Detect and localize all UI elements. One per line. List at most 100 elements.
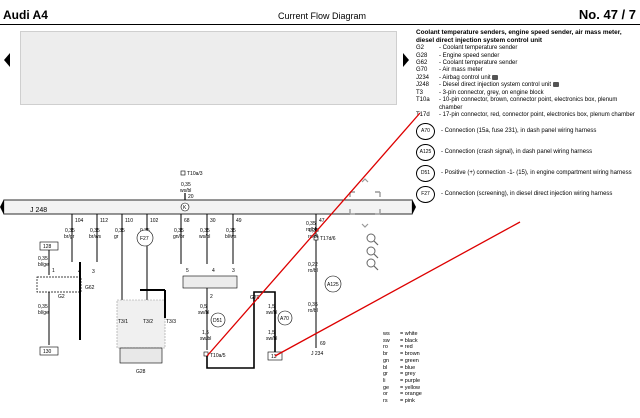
t17-wire-size-2: 0,22 <box>308 262 318 268</box>
zoom-fit-icon[interactable] <box>366 246 379 259</box>
color-name: = pink <box>400 398 415 405</box>
d51-connection <box>210 312 226 328</box>
j234-wire-color: ro/bl <box>308 308 318 314</box>
g2-label: G2 <box>58 294 65 300</box>
j234-pin-69: 69 <box>320 341 326 347</box>
color-name: = green <box>400 357 419 364</box>
w128-color: bl/ge <box>38 262 49 268</box>
a70-connection <box>277 310 293 326</box>
connection-circle-icon: F27 <box>416 186 435 204</box>
connection-desc: - Connection (15a, fuse 231), in dash pa… <box>441 128 597 135</box>
w130-size: 0,35 <box>38 304 48 310</box>
w128-size: 0,35 <box>38 256 48 262</box>
d51-label: D51 <box>213 318 222 324</box>
legend-connection: A70 - Connection (15a, fuse 231), in dash… <box>416 123 638 141</box>
header-divider <box>0 24 640 25</box>
color-code-row: li = purple <box>383 378 422 385</box>
g2-g62-sensor <box>36 276 82 293</box>
next-page-arrow-icon[interactable] <box>403 53 409 67</box>
w130-color: bl/ge <box>38 310 49 316</box>
legend-item: G70- Air mass meter <box>416 67 638 74</box>
pin-wire-color: br/gr <box>64 234 75 240</box>
t10a5-label: T10a/5 <box>210 353 226 359</box>
color-abbr: rs <box>383 398 388 405</box>
legend-desc: - 10-pin connector, brown, connector poi… <box>439 97 618 111</box>
color-name: = black <box>400 337 418 344</box>
f27-label: F27 <box>140 236 149 242</box>
legend-desc: - Air mass meter <box>439 67 483 74</box>
t31-label: T3/1 <box>118 319 128 325</box>
page-header: Audi A4 Current Flow Diagram No. 47 / 7 <box>0 0 640 26</box>
connection-desc: - Positive (+) connection -1- (15), in e… <box>441 170 632 177</box>
color-code-row: ge= yellow <box>383 385 422 392</box>
loop-wire <box>206 291 276 369</box>
d51-wire-color: sw/bl <box>200 336 211 342</box>
pan-control-icon[interactable] <box>349 178 381 228</box>
color-name: = purple <box>400 377 421 384</box>
pin-wire-color: bl/ws <box>225 234 237 240</box>
t17-wire-color: ro/bl <box>306 227 316 233</box>
g70-wire-color: sw/bl <box>198 310 209 316</box>
a125-label: A125 <box>327 282 339 288</box>
g28-housing <box>116 299 166 349</box>
t10a3-connector <box>180 170 186 176</box>
color-name: = orange <box>400 391 422 398</box>
zoom-in-icon[interactable] <box>366 233 379 246</box>
j234-label: J 234 <box>311 351 323 357</box>
image-panel <box>20 31 397 105</box>
legend-code: G62 <box>416 60 428 66</box>
top-wire-pin: 20 <box>188 194 194 200</box>
t10a3-label: T10a/3 <box>187 171 203 177</box>
t17-wire-color-2: ro/bl <box>308 268 318 274</box>
legend-item: T17d- 17-pin connector, red, connector p… <box>416 112 638 119</box>
legend-item: T3- 3-pin connector, grey, on engine blo… <box>416 90 638 97</box>
pin-wire-size: 0,35 <box>309 228 319 234</box>
camera-icon[interactable] <box>492 74 499 80</box>
t13-label: 13 <box>271 354 277 360</box>
g62-label: G62 <box>85 285 95 291</box>
d51-wire-size: 1,5 <box>202 330 209 336</box>
legend-code: T17d <box>416 112 430 118</box>
connection-circle-icon: A70 <box>416 123 435 141</box>
color-code-row: ro = red <box>383 344 422 351</box>
color-name: = red <box>400 344 413 351</box>
top-wire-color: ws/bl <box>180 188 191 194</box>
camera-icon[interactable] <box>552 82 559 88</box>
bar-right-arrow-icon[interactable] <box>412 199 416 215</box>
pin-wire-color: gr <box>114 234 119 240</box>
callout-line-t10a <box>206 112 421 357</box>
g70-sensor <box>182 275 238 289</box>
pin-number: 110 <box>125 218 133 224</box>
legend-code: T10a <box>416 97 430 104</box>
g28-label: G28 <box>136 369 146 375</box>
g70-label: G70 <box>250 295 260 301</box>
legend-item: T10a - 10-pin connector, brown, connector… <box>416 97 638 112</box>
color-name: = brown <box>400 351 420 358</box>
diagram-title: Current Flow Diagram <box>278 11 367 21</box>
a70-wire-size-2: 1,5 <box>268 330 275 336</box>
color-name: = white <box>400 331 418 337</box>
pin-number: 68 <box>184 218 190 224</box>
control-unit-label: J 248 <box>30 207 47 214</box>
shield-symbol-icon <box>180 202 190 212</box>
legend: Coolant temperature senders, engine spee… <box>416 29 638 204</box>
legend-item: G62- Coolant temperature sender <box>416 60 638 67</box>
pin-wire-color: ro/bl <box>308 234 318 240</box>
bar-left-arrow-icon[interactable] <box>0 199 4 215</box>
legend-code: J234 <box>416 74 430 81</box>
zoom-out-icon[interactable] <box>366 258 379 271</box>
legend-connection: D51- Positive (+) connection -1- (15), i… <box>416 165 638 183</box>
color-name: = blue <box>400 364 416 371</box>
pin-wire-color: ws/bl <box>199 234 210 240</box>
color-abbr: ro <box>383 344 388 351</box>
pin-wire-size: 0,35 <box>226 228 236 234</box>
control-unit-bar <box>3 199 413 215</box>
shield-symbol-letter: K <box>183 205 187 211</box>
color-abbr: li <box>383 377 386 384</box>
previous-page-arrow-icon[interactable] <box>4 53 10 67</box>
color-code-row: rs = pink <box>383 398 422 405</box>
pin-wire-color: gn/br <box>173 234 185 240</box>
f27-connection <box>136 229 154 247</box>
t32-label: T3/2 <box>143 319 153 325</box>
